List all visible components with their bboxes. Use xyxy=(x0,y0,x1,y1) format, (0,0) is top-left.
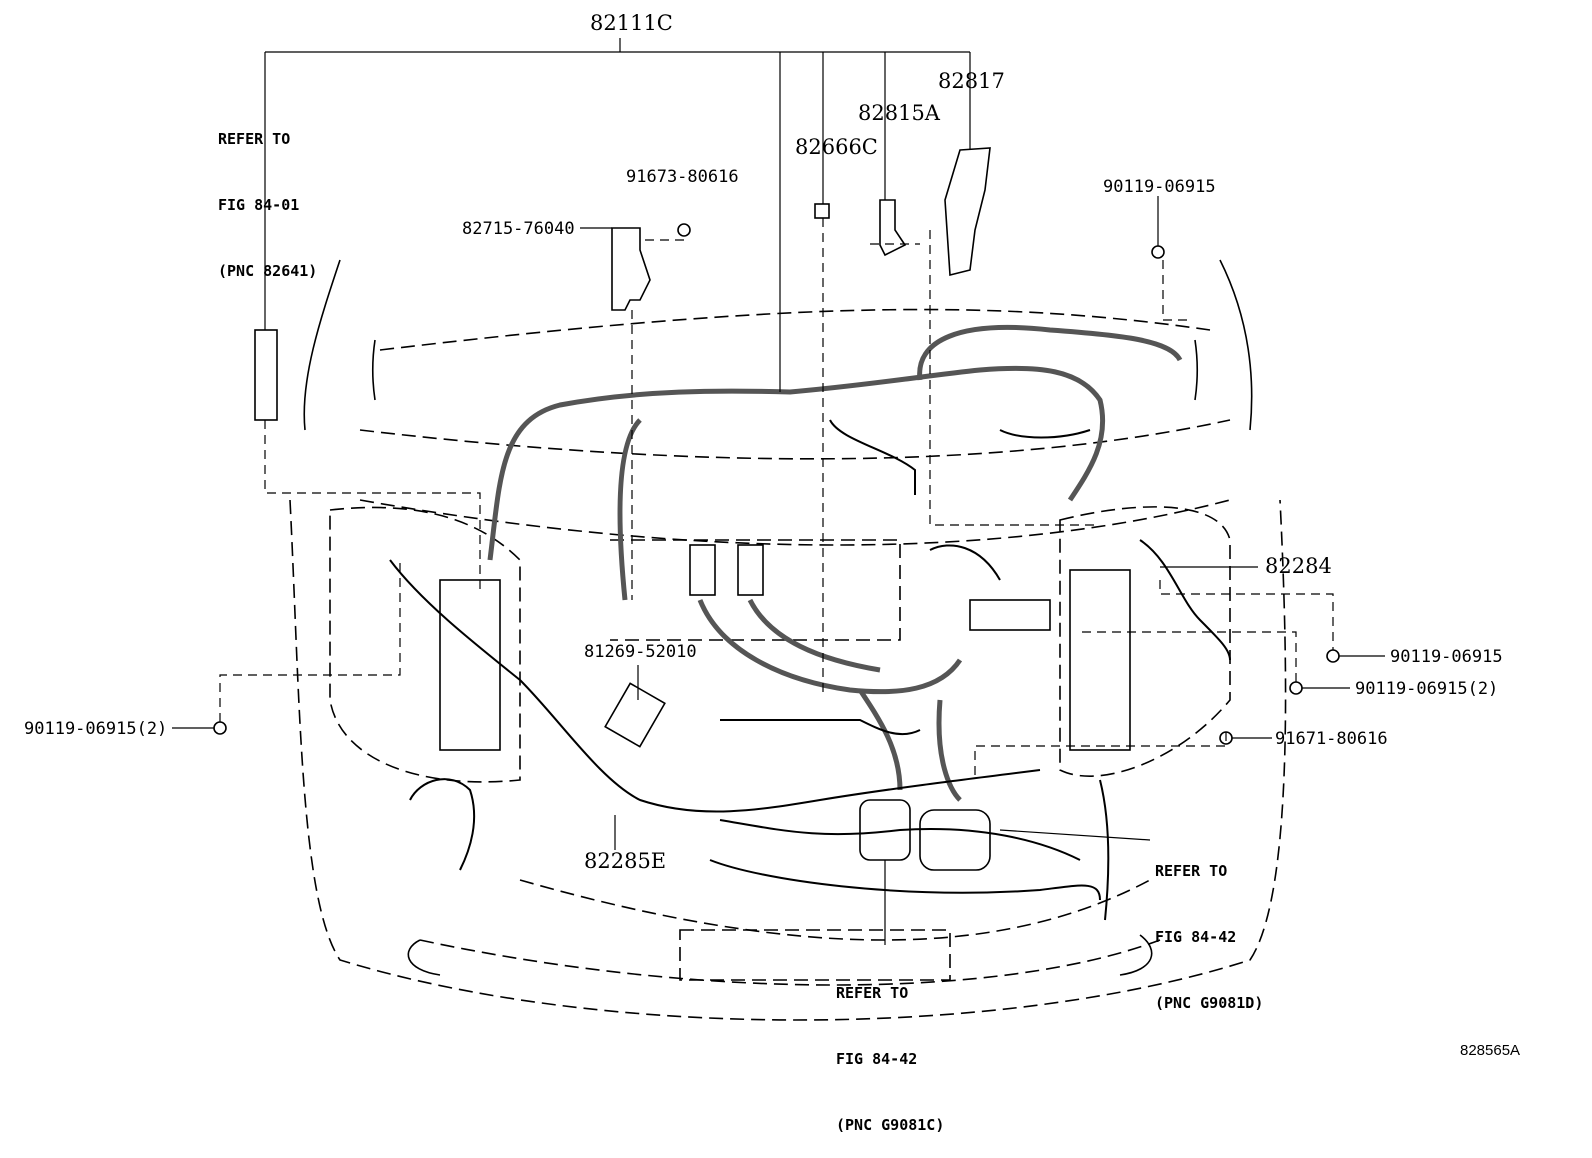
reference-note-g9081d: REFER TO FIG 84-42 (PNC G9081D) xyxy=(1155,816,1263,1036)
reference-line: REFER TO xyxy=(836,984,909,1002)
reference-line: FIG 84-42 xyxy=(1155,928,1237,946)
callout-82111c: 82111C xyxy=(590,11,673,35)
callout-82715-76040: 82715-76040 xyxy=(462,219,575,239)
reference-note-g9081c: REFER TO FIG 84-42 (PNC G9081C) xyxy=(836,938,944,1158)
reference-line: (PNC 82641) xyxy=(218,262,318,280)
callout-82817: 82817 xyxy=(938,69,1005,93)
callout-90119-06915-top: 90119-06915 xyxy=(1103,177,1216,197)
wiring-harness-diagram xyxy=(172,38,1385,1021)
reference-line: REFER TO xyxy=(218,130,291,148)
callout-81269-52010: 81269-52010 xyxy=(584,642,697,662)
reference-note-fig-84-01: REFER TO FIG 84-01 (PNC 82641) xyxy=(218,84,317,304)
callout-91673-80616: 91673-80616 xyxy=(626,167,739,187)
diagram-id: 828565A xyxy=(1460,1042,1521,1059)
callout-90119-06915-right: 90119-06915 xyxy=(1390,647,1503,667)
branch-harness xyxy=(389,419,1231,921)
reference-line: FIG 84-01 xyxy=(218,196,300,214)
callout-82284: 82284 xyxy=(1265,554,1332,578)
dashed-guides xyxy=(219,218,1334,780)
body-solid-lines xyxy=(303,259,1253,976)
main-harness xyxy=(487,325,1183,802)
reference-line: (PNC G9081C) xyxy=(836,1116,945,1134)
callout-90119-06915-2-right: 90119-06915(2) xyxy=(1355,679,1499,699)
callout-91671-80616: 91671-80616 xyxy=(1275,729,1388,749)
reference-line: REFER TO xyxy=(1155,862,1228,880)
vehicle-body-outline xyxy=(289,308,1287,1021)
callout-82285e: 82285E xyxy=(584,849,667,873)
callout-90119-06915-2-left: 90119-06915(2) xyxy=(24,719,168,739)
reference-line: FIG 84-42 xyxy=(836,1050,918,1068)
callout-82815a: 82815A xyxy=(858,101,940,125)
callout-82666c: 82666C xyxy=(795,135,878,159)
reference-line: (PNC G9081D) xyxy=(1155,994,1264,1012)
parts xyxy=(213,147,1340,745)
leader-lines xyxy=(172,38,1385,945)
relay-blocks xyxy=(254,329,1131,871)
